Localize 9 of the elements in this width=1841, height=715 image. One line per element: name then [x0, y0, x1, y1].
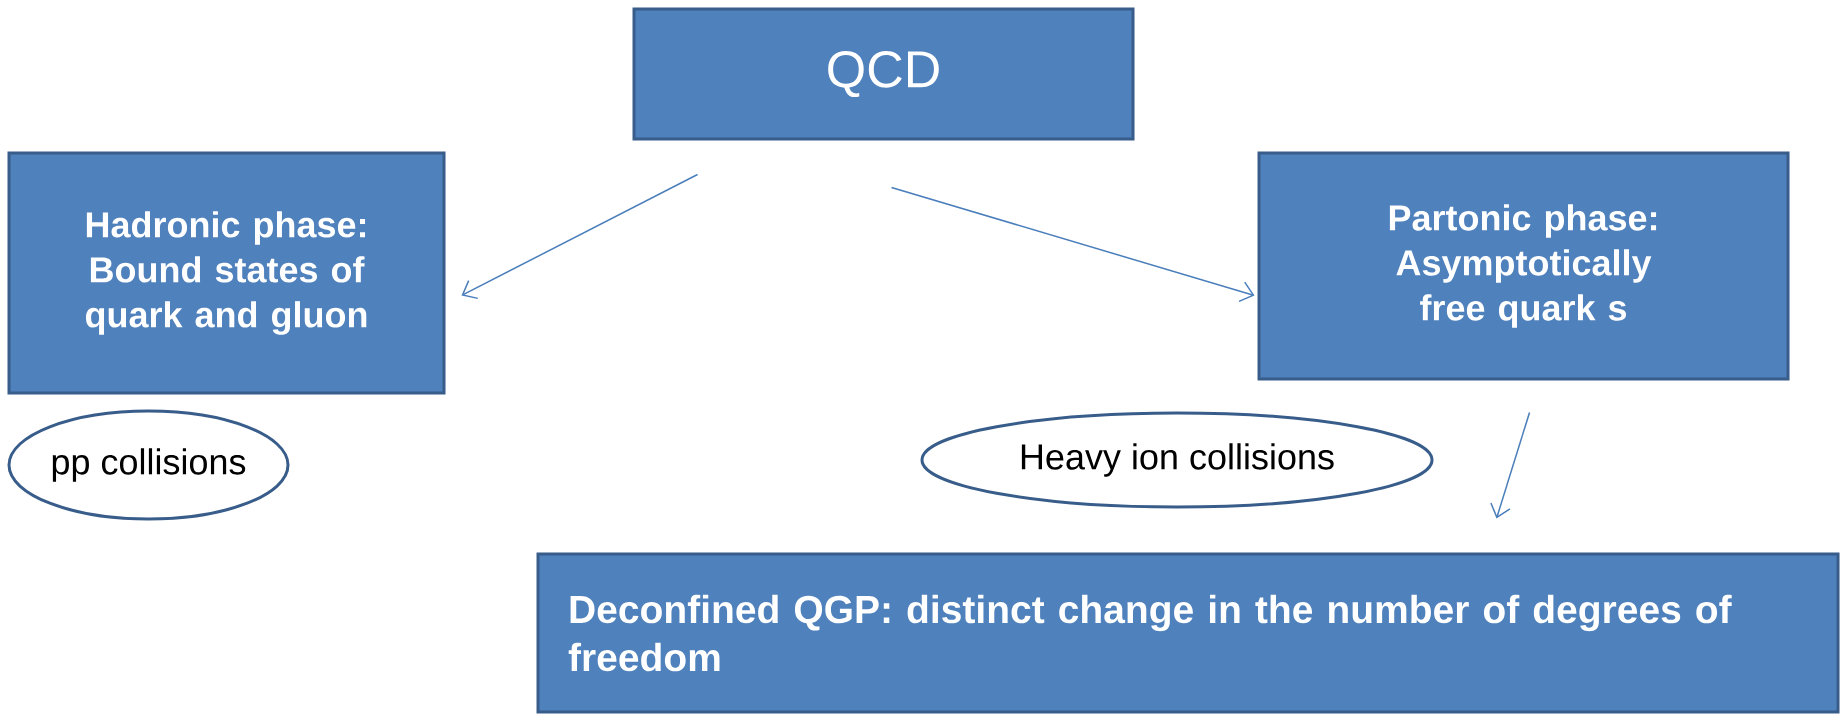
title-box: QCD — [632, 7, 1135, 141]
arrow — [1490, 411, 1531, 519]
arrow — [461, 173, 699, 300]
process-box: Deconfined QGP: distinct change in the number of degrees of freedom — [536, 552, 1840, 714]
ellipse-label: Heavy ion collisions — [920, 411, 1434, 509]
process-box: Hadronic phase: Bound states of quark and gluon — [7, 151, 446, 395]
process-box: Partonic phase: Asymptotically free quark s — [1257, 151, 1790, 381]
ellipse-label: pp collisions — [7, 409, 290, 521]
arrow — [890, 186, 1255, 303]
